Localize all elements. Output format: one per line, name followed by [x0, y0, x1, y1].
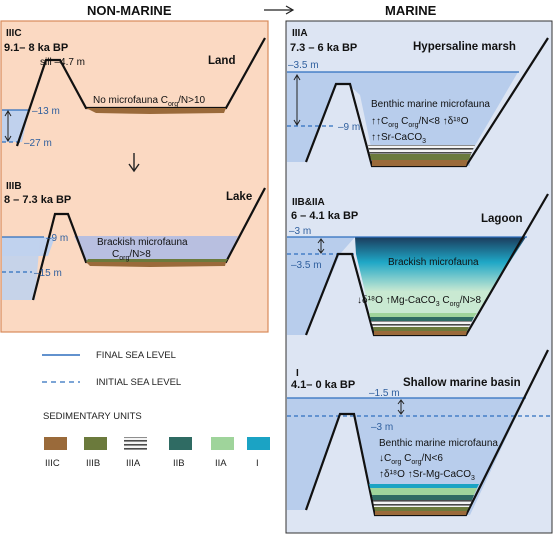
final-depth-label: –9 m	[46, 233, 68, 244]
proxy-line-2: ↑↑Sr-CaCO3	[371, 132, 426, 145]
sea-level-change-arrow-icon	[293, 74, 301, 126]
fauna-label: Brackish microfauna	[97, 237, 188, 248]
water-body	[287, 237, 355, 335]
sediment-unit-IIIC	[374, 331, 467, 335]
fauna-label: Benthic marine microfauna	[371, 99, 490, 110]
sediment-unit-IIA	[369, 313, 477, 317]
age-label: 4.1– 0 ka BP	[291, 379, 355, 391]
basin-profile	[304, 193, 549, 337]
proxy-line-2: ↑δ¹⁸O ↑Sr-Mg-CaCO3	[379, 469, 475, 482]
water-body	[2, 237, 40, 300]
lake-water	[74, 236, 238, 262]
final-depth-label: –3.5 m	[288, 60, 319, 71]
final-depth-label: –3 m	[289, 226, 311, 237]
sediment-unit-IIB	[372, 495, 474, 500]
age-label: 7.3 – 6 ka BP	[290, 42, 357, 54]
sediment-unit-IIIA	[371, 321, 472, 327]
water-body	[287, 72, 518, 166]
sediment-unit-IIIC	[375, 511, 467, 515]
final-depth-label: –1.5 m	[369, 388, 400, 399]
sediment-unit-IIIB	[374, 507, 469, 511]
sediment-unit-IIA	[370, 488, 477, 495]
stage-label: IIIC	[6, 28, 22, 39]
initial-depth-label: –15 m	[34, 268, 62, 279]
panel-IIB-IIA: IIB&IIA 6 – 4.1 ka BP Lagoon –3 m –3.5 m…	[287, 193, 549, 337]
lagoon-water	[355, 237, 526, 321]
legend-unit-label: IIIC	[45, 458, 60, 469]
fauna-label: Benthic marine microfauna	[379, 438, 498, 449]
panel-title: Shallow marine basin	[403, 377, 521, 389]
sediment-unit-IIIB	[373, 327, 469, 331]
legend-swatch-IIA	[211, 437, 234, 450]
sea-level-change-arrow-icon	[397, 399, 405, 415]
basin-profile	[15, 37, 266, 147]
legend-swatch-IIIA	[124, 437, 147, 450]
non-marine-panel	[0, 20, 269, 333]
sill-depth-label: sill –4.7 m	[40, 57, 85, 68]
basin-profile	[304, 349, 549, 517]
transition-arrow-icon	[264, 5, 295, 15]
panel-title: Lagoon	[481, 213, 523, 225]
legend-unit-label: IIB	[173, 458, 185, 469]
stage-label: IIIB	[6, 181, 22, 192]
initial-depth-label: –3.5 m	[291, 260, 322, 271]
panel-title: Lake	[226, 191, 252, 203]
sediment-unit-IIIC	[86, 262, 226, 267]
fauna-label: No microfauna Corg/N>10	[93, 95, 206, 108]
legend-swatch-IIIC	[44, 437, 67, 450]
down-arrow-icon	[128, 153, 140, 173]
marine-header: MARINE	[385, 3, 437, 18]
legend-unit-label: I	[256, 458, 259, 469]
proxy-line-1: ↓Corg Corg/N<6	[379, 453, 443, 466]
initial-depth-label: –27 m	[24, 138, 52, 149]
stage-label: IIB&IIA	[292, 197, 325, 208]
initial-depth-label: –3 m	[371, 422, 393, 433]
proxy-line-1: ↓δ¹⁸O ↑Mg-CaCO3 Corg/N>8	[357, 295, 482, 308]
legend-initial-label: INITIAL SEA LEVEL	[96, 377, 181, 388]
sediment-unit-IIB	[370, 317, 474, 321]
legend-unit-label: IIA	[215, 458, 227, 469]
panel-IIIA: IIIA 7.3 – 6 ka BP Hypersaline marsh –3.…	[287, 28, 549, 168]
sediment-unit-IIIA	[368, 145, 475, 154]
stage-label: I	[296, 368, 299, 379]
legend: FINAL SEA LEVEL INITIAL SEA LEVEL SEDIME…	[42, 350, 270, 469]
legend-final-label: FINAL SEA LEVEL	[96, 350, 176, 361]
non-marine-header: NON-MARINE	[87, 3, 172, 18]
legend-unit-label: IIIB	[86, 458, 100, 469]
age-label: 9.1– 8 ka BP	[4, 42, 68, 54]
ratio-label: Corg/N>8	[112, 249, 151, 262]
legend-swatch-I	[247, 437, 270, 450]
sea-level-change-arrow-icon	[317, 238, 325, 254]
age-label: 6 – 4.1 ka BP	[291, 210, 358, 222]
legend-unit-label: IIIA	[126, 458, 141, 469]
final-depth-label: –13 m	[32, 106, 60, 117]
proxy-line-1: ↑↑Corg Corg/N<8 ↑δ¹⁸O	[371, 116, 469, 129]
sediment-unit-IIIB	[86, 259, 228, 262]
sediment-unit-IIIA	[373, 500, 472, 507]
panel-title: Land	[208, 55, 235, 67]
initial-depth-label: –9 m	[338, 122, 360, 133]
age-label: 8 – 7.3 ka BP	[4, 194, 71, 206]
panel-IIIC: IIIC 9.1– 8 ka BP sill –4.7 m Land No mi…	[2, 28, 266, 149]
sediment-unit-IIIC	[86, 108, 226, 114]
panel-title: Hypersaline marsh	[413, 41, 516, 53]
sediment-unit-I	[369, 484, 479, 488]
sediment-unit-IIIC	[372, 160, 468, 166]
panel-I: I 4.1– 0 ka BP Shallow marine basin –1.5…	[287, 349, 552, 517]
water-body	[2, 110, 29, 142]
sediment-unit-IIIB	[370, 154, 471, 160]
sea-level-change-arrow-icon	[4, 110, 12, 142]
legend-swatch-IIIB	[84, 437, 107, 450]
basin-profile	[31, 187, 266, 301]
fauna-label: Brackish microfauna	[388, 257, 479, 268]
panel-IIIB: IIIB 8 – 7.3 ka BP Lake Brackish microfa…	[2, 181, 266, 301]
legend-units-title: SEDIMENTARY UNITS	[43, 411, 142, 422]
stage-label: IIIA	[292, 28, 308, 39]
basin-profile	[304, 37, 549, 168]
legend-swatch-IIB	[169, 437, 192, 450]
